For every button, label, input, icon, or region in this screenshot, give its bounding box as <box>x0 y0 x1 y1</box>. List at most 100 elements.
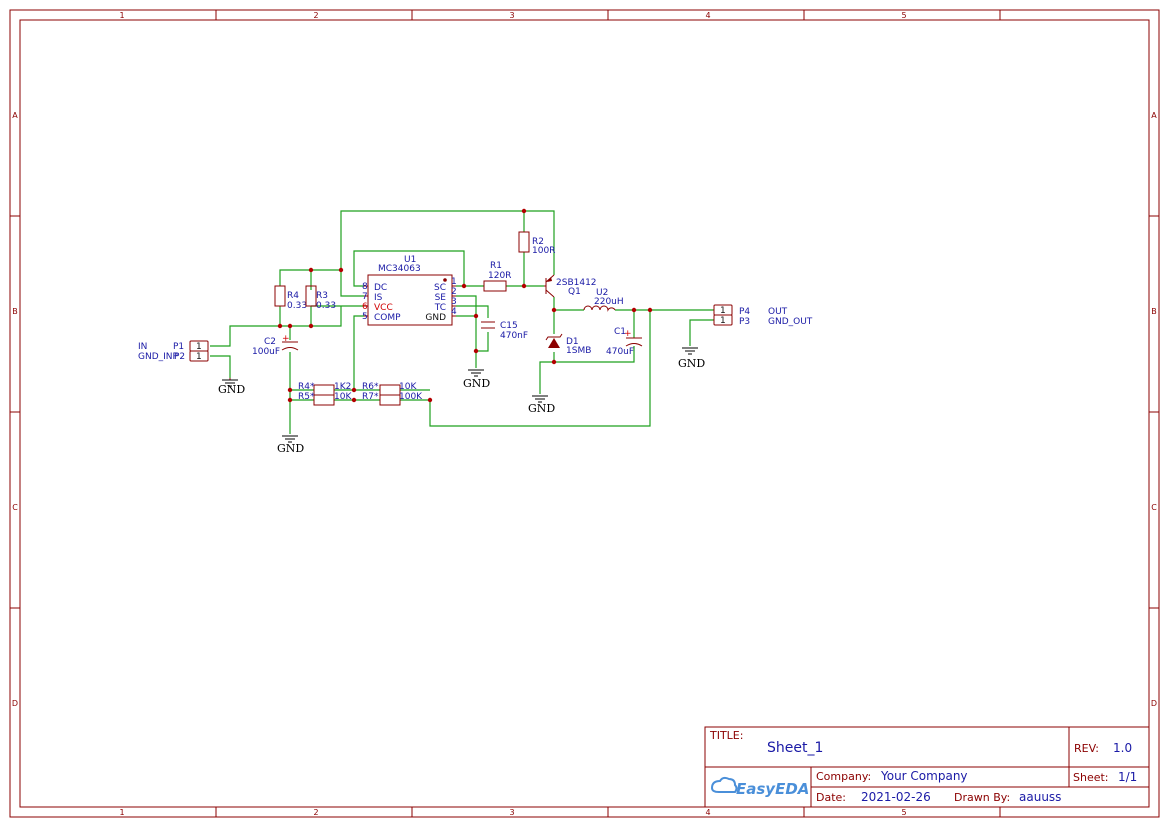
u1-pin7-num: 7 <box>362 292 368 302</box>
sheet-label: Sheet: <box>1073 771 1109 784</box>
r2-value: 100R <box>532 246 555 256</box>
r7s-ref: R7* <box>362 392 379 402</box>
svg-text:+: + <box>282 334 290 344</box>
u1-pin-dc: DC <box>374 283 387 293</box>
title-label: TITLE: <box>709 729 743 742</box>
p1-ref: P1 <box>173 342 184 352</box>
u1-pin-sc: SC <box>434 283 446 293</box>
date-label: Date: <box>816 791 846 804</box>
r6s-ref: R6* <box>362 382 379 392</box>
d1-ref: D1 <box>566 337 579 347</box>
p3-pin: 1 <box>720 316 726 326</box>
col-label-4-bottom: 4 <box>705 808 710 817</box>
u1-mc34063[interactable]: U1 MC34063 8 7 6 5 DC IS VCC COMP 1 2 3 … <box>362 255 457 326</box>
u1-pin-se: SE <box>435 293 447 303</box>
logo-text: EasyEDA <box>736 780 809 798</box>
gnd-output-icon: GND <box>678 347 705 370</box>
capacitor-c2[interactable]: + C2 100uF <box>252 334 299 357</box>
gnd-divider-icon: GND <box>277 435 304 455</box>
resistor-r3[interactable]: R3 0.33 <box>305 285 336 311</box>
col-label-5-bottom: 5 <box>901 808 906 817</box>
capacitor-c15[interactable]: C15 470nF <box>481 321 528 341</box>
p3-net: GND_OUT <box>768 317 813 327</box>
company-value: Your Company <box>880 769 968 783</box>
resistor-r1[interactable]: R1 120R <box>483 261 511 292</box>
r7s-value: 100K <box>399 392 423 402</box>
u1-pin1-num: 1 <box>451 277 457 287</box>
p4-pin: 1 <box>720 306 726 316</box>
connector-p2[interactable]: 1 GND_INP P2 <box>138 350 209 362</box>
r2-ref: R2 <box>532 237 544 247</box>
title-block: TITLE: Sheet_1 REV: 1.0 Company: Your Co… <box>704 726 1150 808</box>
gnd-label-diode: GND <box>528 402 555 415</box>
easyeda-logo: EasyEDA <box>710 776 809 798</box>
r4s-value: 1K2 <box>334 382 351 392</box>
connector-p3[interactable]: 1 P3 GND_OUT <box>713 314 813 327</box>
capacitor-c1[interactable]: + C1 470uF <box>606 327 643 357</box>
drawn-label: Drawn By: <box>954 791 1010 804</box>
resistor-r5-star[interactable]: R5* 10K <box>298 392 352 406</box>
q1-value: 2SB1412 <box>556 278 597 288</box>
u1-ref: U1 <box>404 255 416 265</box>
p4-ref: P4 <box>739 307 750 317</box>
resistor-r7-star[interactable]: R7* 100K <box>362 392 423 406</box>
u1-pin-vcc: VCC <box>374 303 393 313</box>
col-label-3: 3 <box>509 11 514 20</box>
p4-net: OUT <box>768 307 788 317</box>
r4s-ref: R4* <box>298 382 315 392</box>
c15-value: 470nF <box>500 331 528 341</box>
col-label-2-bottom: 2 <box>313 808 318 817</box>
row-label-a: A <box>12 111 18 120</box>
u1-pin3-num: 3 <box>451 297 457 307</box>
r3-ref: R3 <box>316 291 328 301</box>
r1-value: 120R <box>488 271 511 281</box>
p2-net: GND_INP <box>138 352 179 362</box>
connector-p1[interactable]: 1 P1 IN <box>138 340 209 352</box>
r4-ref: R4 <box>287 291 299 301</box>
c1-ref: C1 <box>614 327 626 337</box>
u1-pin-comp: COMP <box>374 313 401 323</box>
wires <box>210 210 714 434</box>
u1-pin6-num: 6 <box>362 302 368 312</box>
u1-pin-is: IS <box>374 293 383 303</box>
title-value: Sheet_1 <box>767 740 823 756</box>
inductor-u2[interactable]: U2 220uH <box>583 288 624 312</box>
p2-pin: 1 <box>196 352 202 362</box>
c1-value: 470uF <box>606 347 634 357</box>
u1-pin8-num: 8 <box>362 282 368 292</box>
svg-text:+: + <box>624 329 632 339</box>
row-label-d: D <box>12 699 18 708</box>
u1-pin-tc: TC <box>434 303 446 313</box>
row-label-b: B <box>12 307 18 316</box>
row-label-d-right: D <box>1151 699 1157 708</box>
row-label-b-right: B <box>1151 307 1157 316</box>
u1-pin2-num: 2 <box>451 287 457 297</box>
resistor-r2[interactable]: R2 100R <box>518 231 555 256</box>
d1-value: 1SMB <box>566 346 591 356</box>
rev-label: REV: <box>1074 742 1099 755</box>
diode-d1[interactable]: D1 1SMB <box>545 333 591 356</box>
r3-value: 0.33 <box>316 301 336 311</box>
gnd-label-input: GND <box>218 383 245 396</box>
u1-pin-gnd: GND <box>425 313 446 323</box>
c15-ref: C15 <box>500 321 518 331</box>
u1-value: MC34063 <box>378 264 421 274</box>
p2-ref: P2 <box>174 352 185 362</box>
ground-symbols: GND GND GND GND GND <box>218 347 705 455</box>
junctions <box>277 208 653 403</box>
gnd-input-icon: GND <box>218 378 245 396</box>
resistor-r4[interactable]: R4 0.33 <box>274 285 307 311</box>
u1-pin4-num: 4 <box>451 307 457 317</box>
date-value: 2021-02-26 <box>861 790 931 804</box>
col-label-1: 1 <box>119 11 124 20</box>
c2-ref: C2 <box>264 337 276 347</box>
drawn-value: aauuss <box>1019 790 1061 804</box>
gnd-label-output: GND <box>678 357 705 370</box>
r4-value: 0.33 <box>287 301 307 311</box>
col-label-1-bottom: 1 <box>119 808 124 817</box>
p1-net: IN <box>138 342 147 352</box>
p3-ref: P3 <box>739 317 750 327</box>
transistor-q1[interactable]: 2SB1412 Q1 <box>544 274 597 298</box>
r5s-ref: R5* <box>298 392 315 402</box>
